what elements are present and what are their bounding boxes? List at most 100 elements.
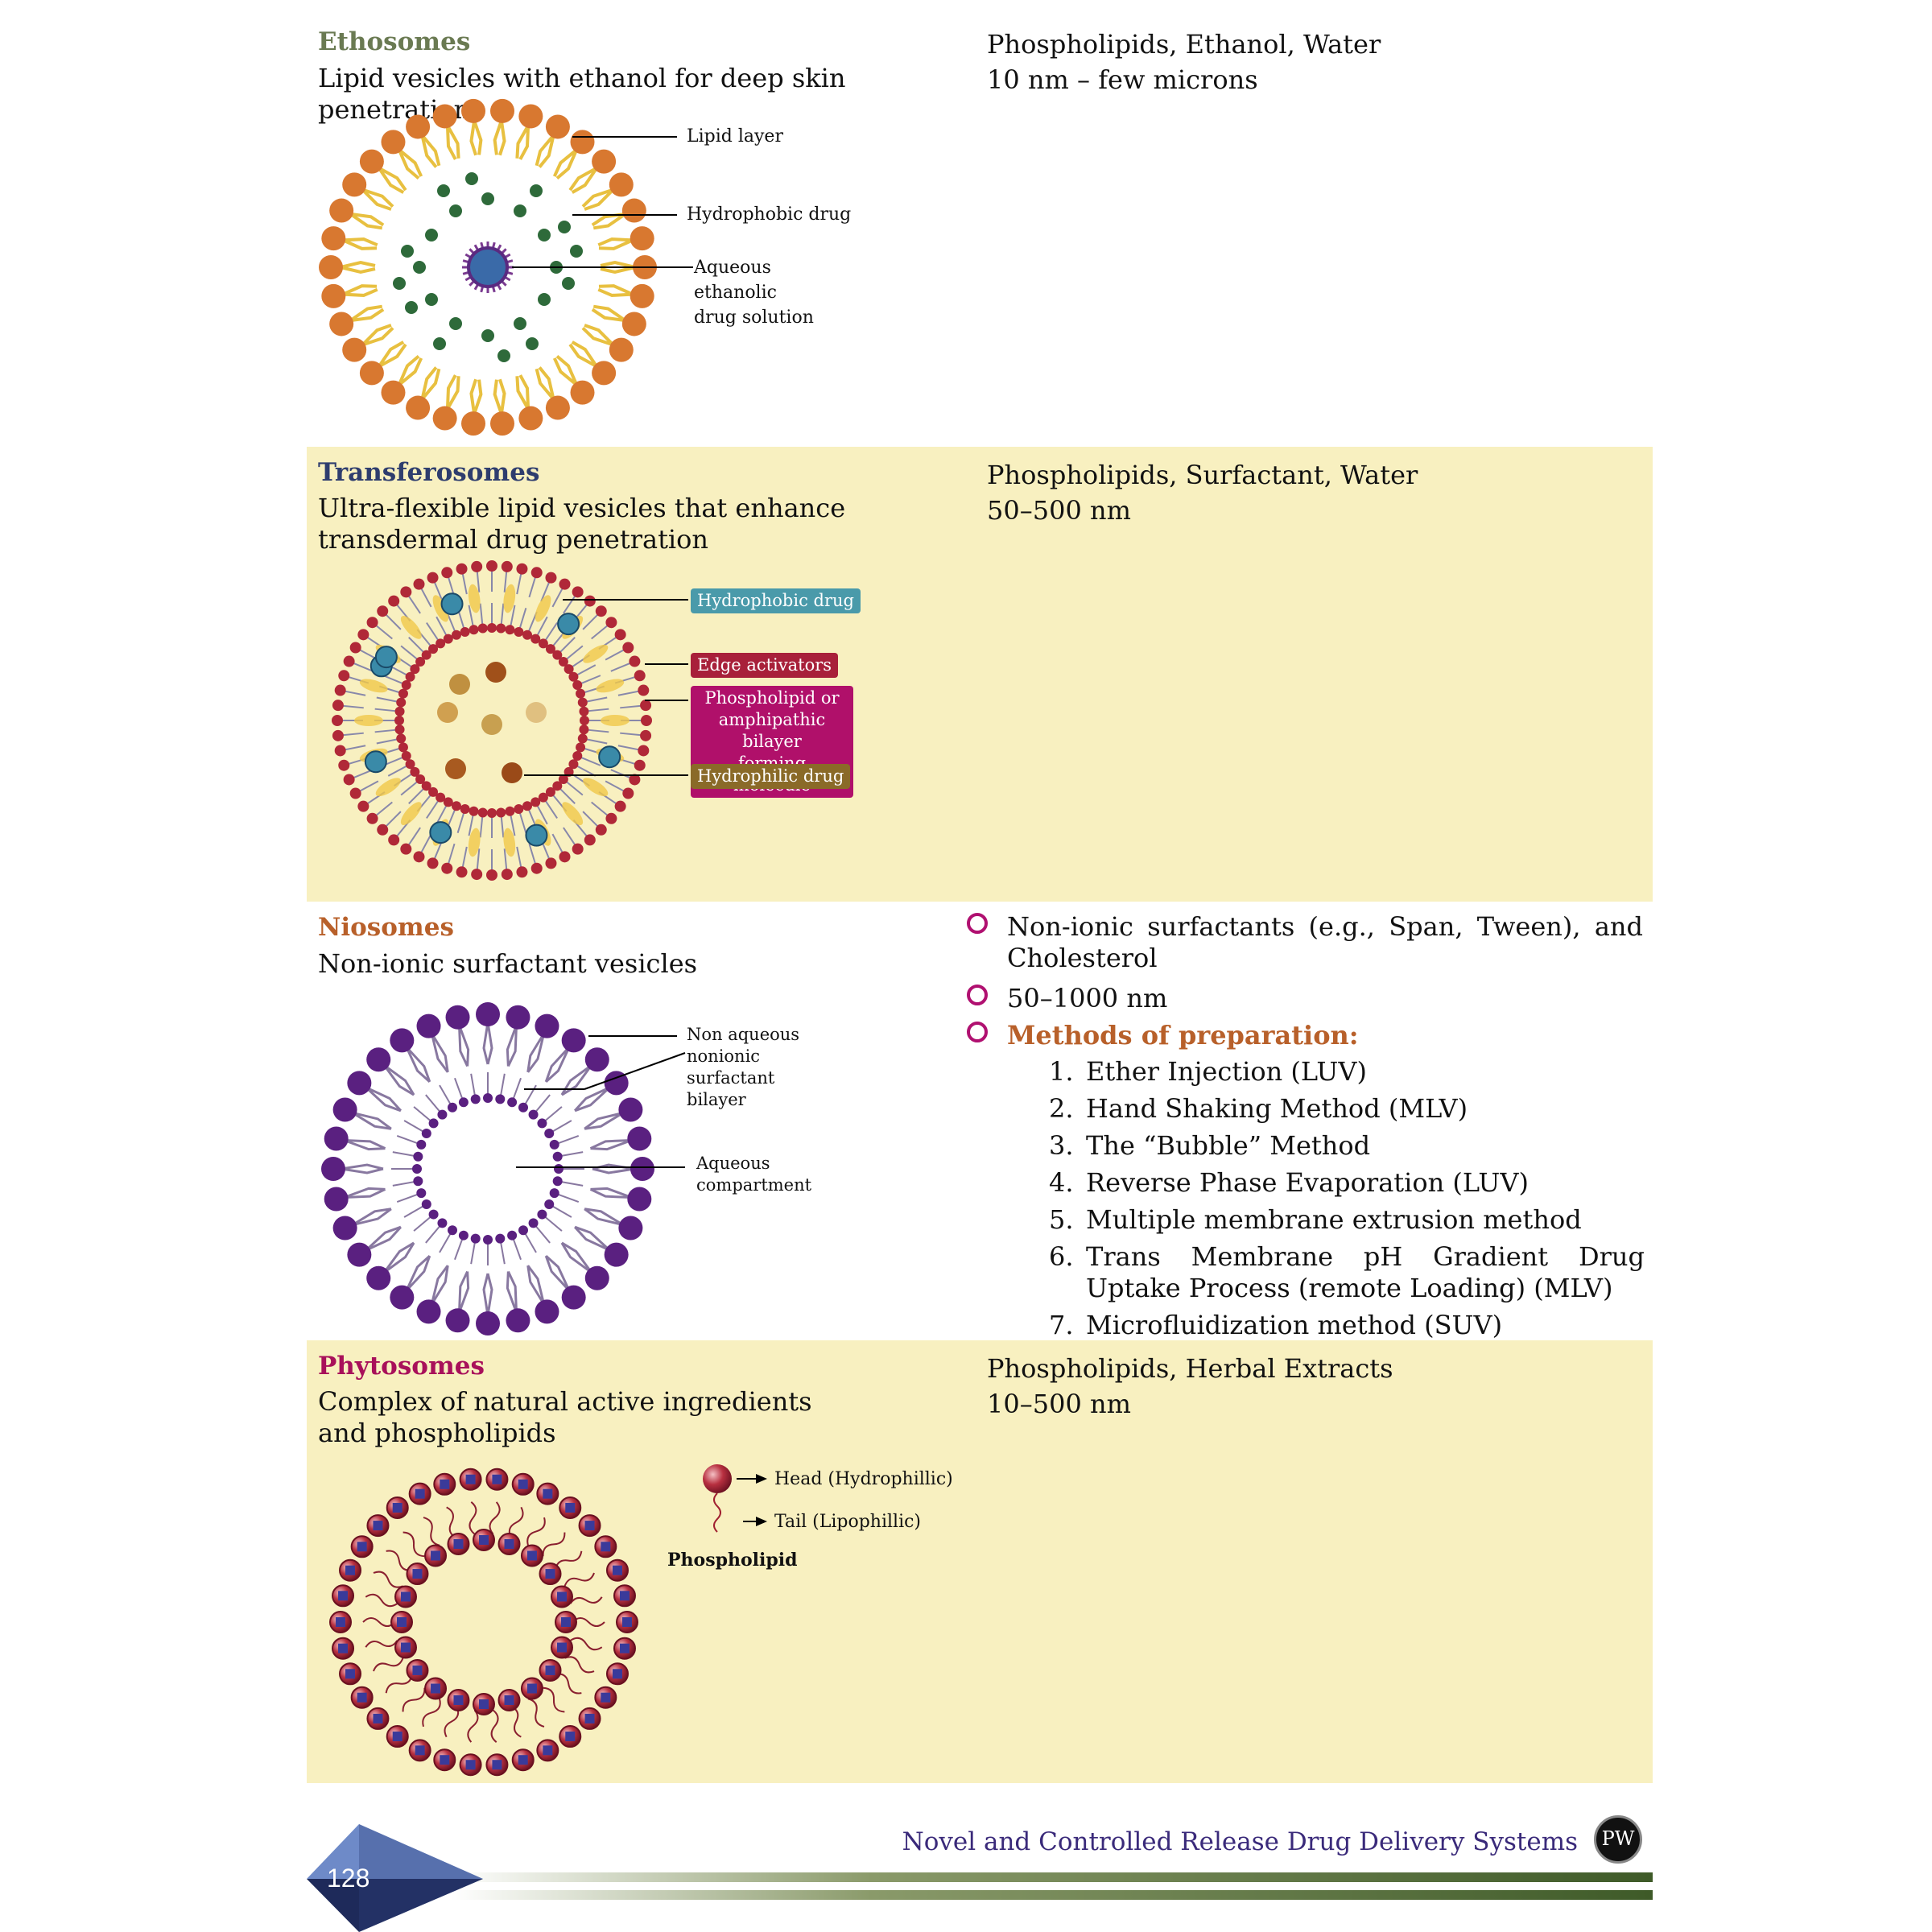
active-ingredient bbox=[543, 1488, 553, 1499]
tail bbox=[617, 690, 641, 696]
tail bbox=[408, 637, 426, 654]
tail bbox=[426, 799, 440, 819]
active-ingredient bbox=[584, 1713, 595, 1724]
inner-head bbox=[448, 1225, 457, 1236]
tail bbox=[357, 780, 379, 793]
tail bbox=[461, 846, 468, 869]
inner-head bbox=[437, 1109, 448, 1120]
lipid-tail bbox=[592, 213, 626, 230]
lipid-tail bbox=[398, 148, 423, 177]
inner-head bbox=[549, 1139, 559, 1150]
lipid-tail bbox=[397, 149, 420, 180]
head bbox=[421, 781, 431, 791]
surfactant-head bbox=[324, 1187, 349, 1212]
surfactant-head bbox=[347, 1242, 372, 1267]
surfactant-head bbox=[535, 1013, 559, 1038]
surfactant-head bbox=[390, 1028, 415, 1053]
edge-activator bbox=[375, 778, 401, 797]
inner-tail bbox=[560, 1151, 584, 1158]
lipid-head bbox=[406, 114, 431, 139]
surfactant-tail bbox=[344, 1188, 386, 1199]
lipid-tail bbox=[469, 378, 477, 415]
tail bbox=[586, 708, 609, 712]
active-ingredient bbox=[357, 1692, 367, 1703]
hydrophobic-drug-particle bbox=[497, 349, 510, 362]
tail bbox=[503, 848, 508, 872]
tail bbox=[564, 645, 584, 661]
phytosome-diagram bbox=[329, 1468, 638, 1777]
edge-activator bbox=[400, 802, 422, 825]
label-phospholipid: Phospholipid bbox=[667, 1550, 798, 1571]
section-ethosomes: Ethosomes Lipid vesicles with ethanol fo… bbox=[307, 16, 1653, 443]
section-phytosomes: Phytosomes Complex of natural active ing… bbox=[307, 1340, 1653, 1783]
lipid-head bbox=[621, 198, 646, 223]
tail bbox=[419, 586, 432, 608]
surfactant-tail bbox=[458, 1024, 470, 1067]
active-ingredient bbox=[412, 1665, 423, 1675]
tail bbox=[341, 732, 364, 737]
head bbox=[614, 629, 626, 641]
head bbox=[638, 684, 650, 696]
lipid-tail bbox=[349, 304, 383, 322]
inner-head bbox=[413, 1151, 423, 1162]
lipid-tail bbox=[498, 378, 506, 415]
surfactant-head bbox=[627, 1187, 652, 1212]
surfactant-tail bbox=[544, 1255, 571, 1292]
edge-activator bbox=[601, 715, 630, 726]
tail bbox=[384, 811, 402, 828]
label-line: Aqueous bbox=[696, 1154, 770, 1173]
tail bbox=[343, 690, 366, 696]
inner-head bbox=[495, 1094, 506, 1104]
tail bbox=[543, 799, 558, 819]
lipid-tail bbox=[445, 125, 457, 160]
surfactant-tail bbox=[344, 1138, 386, 1150]
head bbox=[366, 812, 378, 824]
tail bbox=[351, 662, 374, 672]
surfactant-head bbox=[416, 1013, 441, 1038]
lipid-tail bbox=[340, 266, 376, 275]
lipid-head bbox=[570, 130, 595, 155]
active-ingredient bbox=[400, 1591, 411, 1602]
tail bbox=[579, 756, 601, 766]
head bbox=[496, 623, 506, 634]
head bbox=[576, 742, 586, 753]
surfactant-tail bbox=[584, 1208, 624, 1227]
inner-tail bbox=[557, 1193, 580, 1203]
hydrophobic-drug-particle bbox=[437, 184, 450, 197]
head bbox=[641, 715, 652, 726]
lipid-tail bbox=[493, 379, 503, 415]
lipid-head bbox=[432, 406, 457, 431]
active-ingredient bbox=[612, 1565, 622, 1575]
section-description: Ultra-flexible lipid vesicles that enhan… bbox=[318, 493, 846, 555]
inner-tail bbox=[396, 1193, 419, 1203]
lipid-head bbox=[406, 395, 431, 420]
head bbox=[441, 862, 453, 874]
tail bbox=[476, 848, 481, 872]
head bbox=[558, 774, 568, 784]
size-range: 10 nm – few microns bbox=[987, 64, 1258, 95]
bullet-composition: Non-ionic surfactants (e.g., Span, Tween… bbox=[967, 911, 1643, 974]
inner-head bbox=[483, 1235, 493, 1245]
hydrophobic-drug-particle bbox=[405, 301, 418, 314]
lipid-tail bbox=[568, 343, 598, 369]
head bbox=[421, 650, 431, 660]
active-ingredient bbox=[504, 1695, 514, 1706]
lipid-tail bbox=[538, 134, 555, 168]
lipid-head bbox=[609, 337, 634, 362]
tail bbox=[479, 603, 484, 626]
tail bbox=[617, 745, 641, 751]
lipid-head bbox=[609, 172, 634, 197]
surfactant-head bbox=[476, 1311, 500, 1335]
tail bbox=[516, 572, 522, 595]
inner-tail bbox=[535, 1094, 551, 1113]
head bbox=[605, 617, 617, 629]
lipid-head bbox=[342, 337, 367, 362]
phospholipid-tail bbox=[402, 1531, 425, 1558]
surfactant-head bbox=[618, 1216, 643, 1241]
lipid-head bbox=[592, 361, 617, 386]
hydrophobic-drug-particle bbox=[364, 750, 387, 774]
active-ingredient bbox=[345, 1669, 356, 1679]
surfactant-tail bbox=[545, 1254, 571, 1291]
surfactant-head bbox=[476, 1002, 500, 1026]
lipid-tail bbox=[361, 188, 392, 211]
